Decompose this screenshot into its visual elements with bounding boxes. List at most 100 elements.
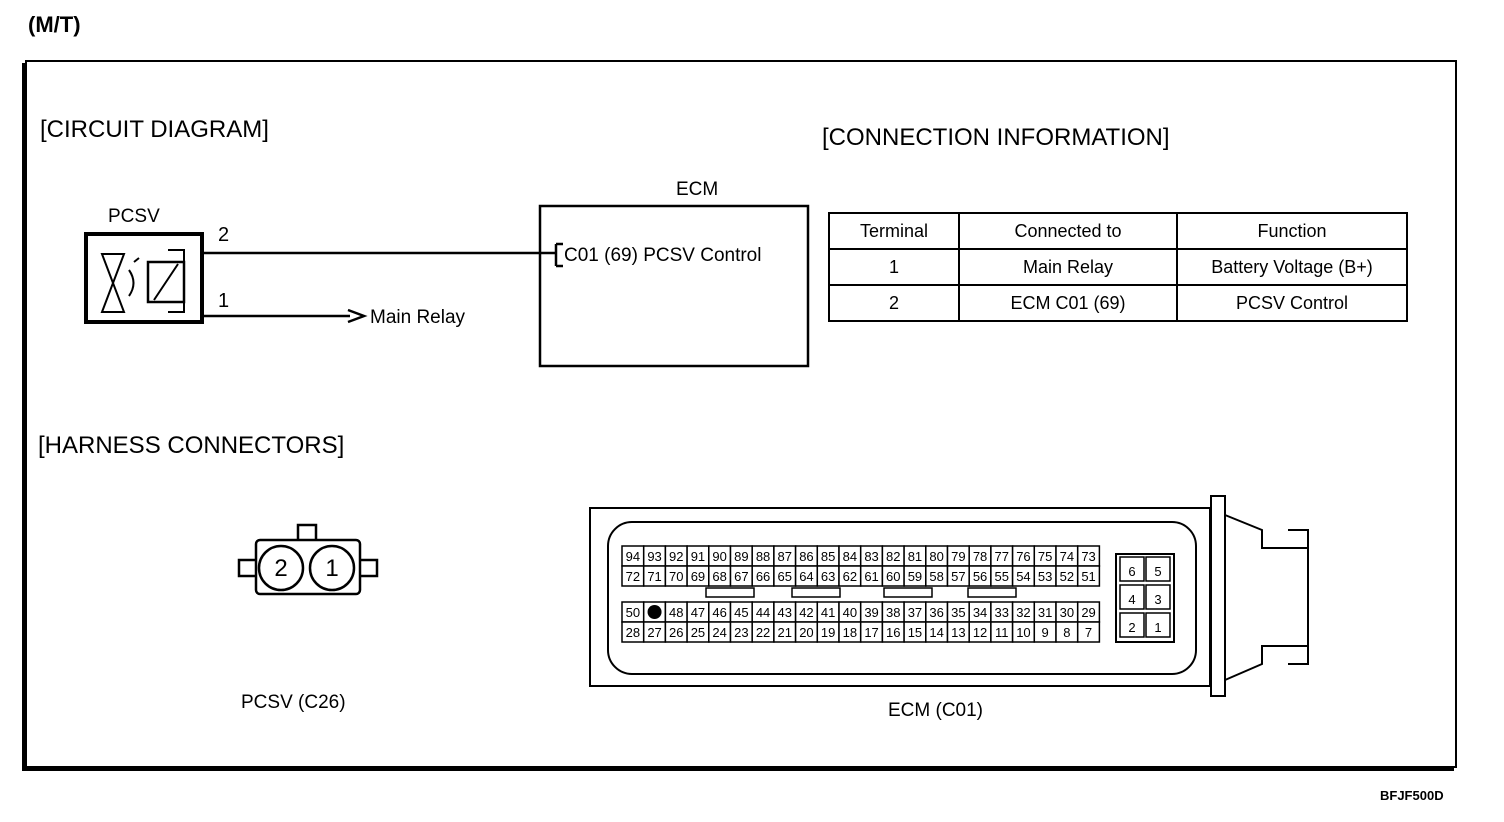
ecm-pin-number: 17	[864, 625, 878, 640]
ecm-pin-number: 48	[669, 605, 683, 620]
table-cell: 1	[828, 248, 960, 286]
ecm-pin-number: 35	[951, 605, 965, 620]
ecm-pin-number: 82	[886, 549, 900, 564]
ecm-pin-number: 31	[1038, 605, 1052, 620]
ecm-pin-number: 54	[1016, 569, 1030, 584]
ecm-pin-number: 94	[626, 549, 640, 564]
ecm-pin-number: 45	[734, 605, 748, 620]
ecm-pin-number: 43	[778, 605, 792, 620]
pcsv-label: PCSV	[108, 206, 160, 227]
ecm-pin-number: 70	[669, 569, 683, 584]
table-cell: ECM C01 (69)	[958, 284, 1178, 322]
table-row: 1 Main Relay Battery Voltage (B+)	[828, 248, 1408, 286]
pcsv-connector-caption: PCSV (C26)	[241, 692, 346, 713]
variant-label: (M/T)	[28, 12, 81, 37]
ecm-pin-number: 20	[799, 625, 813, 640]
connection-info-title: [CONNECTION INFORMATION]	[822, 124, 1170, 151]
table-row: 2 ECM C01 (69) PCSV Control	[828, 284, 1408, 322]
ecm-pin-number: 28	[626, 625, 640, 640]
ecm-pin-number: 12	[973, 625, 987, 640]
table-cell: Battery Voltage (B+)	[1176, 248, 1408, 286]
pin-1-label: 1	[218, 290, 230, 312]
ecm-connector-caption: ECM (C01)	[888, 700, 984, 721]
ecm-pin-cell	[1145, 584, 1171, 610]
pcsv-connector	[237, 523, 379, 596]
ecm-pin-number: 87	[778, 549, 792, 564]
ecm-pin-number: 13	[951, 625, 965, 640]
ecm-pin-number: 61	[864, 569, 878, 584]
ecm-pin-number: 50	[626, 605, 640, 620]
ecm-pin-number: 80	[929, 549, 943, 564]
ecm-pin-number: 23	[734, 625, 748, 640]
ecm-box	[538, 204, 810, 368]
table-cell: 2	[828, 284, 960, 322]
diagram-frame	[25, 60, 1457, 768]
ecm-pin-number: 66	[756, 569, 770, 584]
ecm-pin-cell	[1145, 612, 1171, 638]
ecm-pin-number: 64	[799, 569, 813, 584]
table-cell: Main Relay	[958, 248, 1178, 286]
ecm-pin-number: 27	[647, 625, 661, 640]
ecm-pin-number: 77	[995, 549, 1009, 564]
ecm-pin-number: 58	[929, 569, 943, 584]
ecm-pin-number: 3	[1154, 592, 1161, 607]
ecm-pin-number: 79	[951, 549, 965, 564]
table-header-cell: Terminal	[828, 212, 960, 250]
pcsv-symbol	[84, 232, 204, 324]
ecm-pin-number: 52	[1060, 569, 1074, 584]
ecm-pin-number: 74	[1060, 549, 1074, 564]
table-header-row: Terminal Connected to Function	[828, 212, 1408, 250]
ecm-pin-number: 47	[691, 605, 705, 620]
ecm-pin-number: 4	[1128, 592, 1135, 607]
ecm-pin-number: 57	[951, 569, 965, 584]
ecm-pin-number: 24	[712, 625, 726, 640]
ecm-pin-number: 29	[1081, 605, 1095, 620]
ecm-pin-number: 88	[756, 549, 770, 564]
ecm-pin-number: 93	[647, 549, 661, 564]
ecm-pin-cell	[1119, 584, 1145, 610]
ecm-pin-number: 44	[756, 605, 770, 620]
ecm-pin-number: 62	[843, 569, 857, 584]
table-cell: PCSV Control	[1176, 284, 1408, 322]
table-header-cell: Connected to	[958, 212, 1178, 250]
ecm-pin-number: 56	[973, 569, 987, 584]
ecm-pin-number: 6	[1128, 564, 1135, 579]
ecm-pin-number: 60	[886, 569, 900, 584]
pin-2-label: 2	[218, 224, 230, 246]
ecm-pin-number: 69	[691, 569, 705, 584]
ecm-pin-number: 14	[929, 625, 943, 640]
ecm-pin-number: 38	[886, 605, 900, 620]
ecm-pin-number: 22	[756, 625, 770, 640]
ecm-pin-number: 32	[1016, 605, 1030, 620]
ecm-pin-number: 91	[691, 549, 705, 564]
harness-connectors-title: [HARNESS CONNECTORS]	[38, 432, 345, 459]
ecm-pin-blocked	[647, 605, 662, 619]
ecm-pin-number: 21	[778, 625, 792, 640]
ecm-pin-number: 8	[1063, 625, 1070, 640]
ecm-pin-number: 59	[908, 569, 922, 584]
ecm-pin-number: 72	[626, 569, 640, 584]
figure-code: BFJF500D	[1380, 788, 1444, 803]
pcsv-pin-1: 1	[325, 555, 338, 582]
ecm-pin-number: 39	[864, 605, 878, 620]
ecm-pin-number: 89	[734, 549, 748, 564]
ecm-pin-number: 78	[973, 549, 987, 564]
ecm-pin-number: 73	[1081, 549, 1095, 564]
ecm-pin-number: 26	[669, 625, 683, 640]
connection-table: Terminal Connected to Function 1 Main Re…	[828, 212, 1408, 322]
ecm-pin-number: 53	[1038, 569, 1052, 584]
ecm-pin-number: 84	[843, 549, 857, 564]
ecm-pin-number: 1	[1154, 620, 1161, 635]
wire-pin-2	[202, 242, 563, 268]
ecm-pin-number: 85	[821, 549, 835, 564]
ecm-pin-cell	[1119, 612, 1145, 638]
ecm-key-tab	[967, 587, 1017, 598]
ecm-pin-number: 55	[995, 569, 1009, 584]
ecm-pin-label: C01 (69) PCSV Control	[564, 245, 762, 266]
ecm-pin-number: 83	[864, 549, 878, 564]
ecm-pin-number: 7	[1085, 625, 1092, 640]
ecm-pin-cell	[1119, 556, 1145, 582]
wire-pin-1	[202, 308, 368, 324]
pcsv-pin-2: 2	[274, 555, 287, 582]
